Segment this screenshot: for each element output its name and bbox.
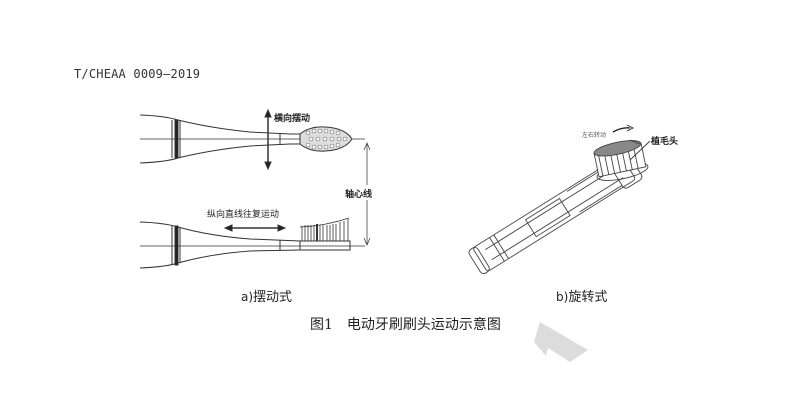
panel-a-bottom-brush <box>139 217 365 269</box>
watermark-shape <box>534 322 588 362</box>
figure-caption: 图1 电动牙刷刷头运动示意图 <box>310 314 501 334</box>
panel-a-prefix: a) <box>241 290 254 304</box>
panel-a-caption-text: 摆动式 <box>253 290 293 305</box>
label-bristle-head: 植毛头 <box>651 137 679 147</box>
figure-title: 电动牙刷刷头运动示意图 <box>346 317 501 333</box>
axis-line-arrows <box>363 141 371 247</box>
panel-b-caption-text: 旋转式 <box>568 290 608 305</box>
panel-b-caption: b)旋转式 <box>556 286 607 305</box>
label-rotation: 左右转动 <box>582 132 607 139</box>
panel-a-caption: a)摆动式 <box>241 286 292 305</box>
label-longitudinal-reciprocating: 纵向直线往复运动 <box>207 210 280 220</box>
panel-b-rotary-brush <box>468 124 651 274</box>
bristle-head <box>593 140 649 181</box>
label-axis-line: 轴心线 <box>345 190 373 200</box>
label-lateral-swing: 横向摆动 <box>274 114 311 124</box>
panel-b-prefix: b) <box>556 290 569 304</box>
panel-a-top-brush <box>139 108 365 171</box>
standard-code: T/CHEAA 0009—2019 <box>74 67 201 81</box>
figure-number: 图1 <box>310 317 333 333</box>
